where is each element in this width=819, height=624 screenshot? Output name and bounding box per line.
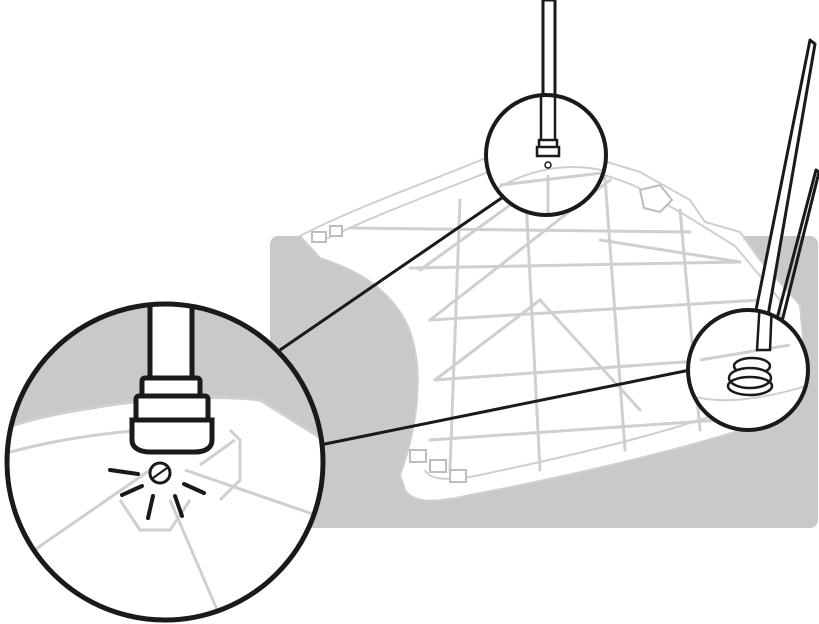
base-ribs	[348, 176, 782, 472]
screw-icon	[148, 461, 172, 485]
connector-right	[319, 368, 691, 447]
zoom-connectors	[279, 193, 691, 447]
magnifier-circle-icon	[484, 93, 608, 217]
highlight-burst-icon	[108, 468, 206, 520]
base-corner-details	[311, 183, 674, 483]
magnifier-circle-icon	[686, 308, 810, 432]
connector-top	[279, 193, 507, 352]
magnifier-detail	[4, 301, 326, 623]
magnifier-circle-icon	[4, 301, 326, 623]
base-tray	[299, 148, 806, 502]
screw-icon	[544, 161, 552, 169]
